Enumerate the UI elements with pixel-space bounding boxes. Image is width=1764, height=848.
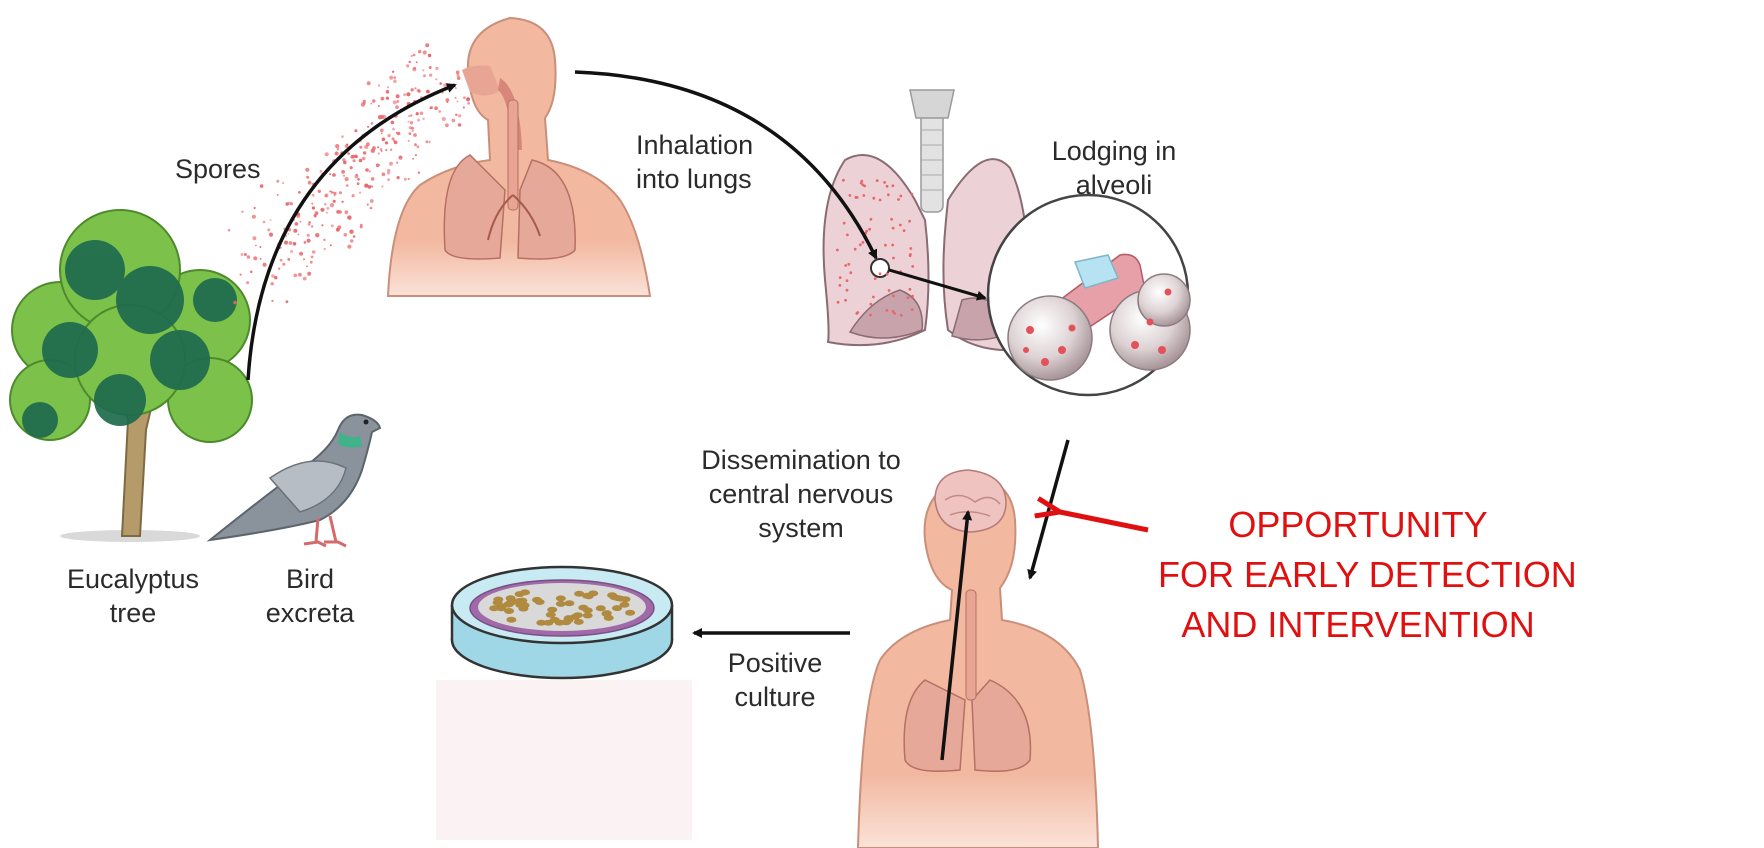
tree-icon — [10, 210, 252, 542]
human-torso-icon — [388, 18, 650, 296]
label-inhalation-line-1: Inhalation — [636, 128, 753, 162]
label-bird: Bird excreta — [240, 562, 380, 630]
label-dissemination-line-2: central nervous — [682, 477, 920, 511]
label-eucalyptus-line-1: Eucalyptus — [48, 562, 218, 596]
opportunity-callout: OPPORTUNITY FOR EARLY DETECTION AND INTE… — [1158, 500, 1558, 650]
label-positive-culture-line-1: Positive — [704, 646, 846, 680]
opportunity-arrow — [1060, 512, 1148, 530]
label-inhalation: Inhalation into lungs — [636, 128, 753, 196]
label-bird-line-1: Bird — [240, 562, 380, 596]
label-dissemination-line-1: Dissemination to — [682, 443, 920, 477]
label-lodging: Lodging in alveoli — [1030, 134, 1198, 202]
callout-line-2: FOR EARLY DETECTION — [1158, 550, 1558, 600]
label-spores: Spores — [175, 152, 261, 186]
callout-line-1: OPPORTUNITY — [1158, 500, 1558, 550]
label-positive-culture: Positive culture — [704, 646, 846, 714]
petri-dish-icon — [436, 567, 692, 840]
label-positive-culture-line-2: culture — [704, 680, 846, 714]
alveoli-icon — [988, 195, 1190, 395]
label-eucalyptus: Eucalyptus tree — [48, 562, 218, 630]
callout-line-3: AND INTERVENTION — [1158, 600, 1558, 650]
label-lodging-line-2: alveoli — [1030, 168, 1198, 202]
label-dissemination-line-3: system — [682, 511, 920, 545]
label-dissemination: Dissemination to central nervous system — [682, 443, 920, 545]
label-lodging-line-1: Lodging in — [1030, 134, 1198, 168]
label-inhalation-line-2: into lungs — [636, 162, 753, 196]
label-eucalyptus-line-2: tree — [48, 596, 218, 630]
label-bird-line-2: excreta — [240, 596, 380, 630]
